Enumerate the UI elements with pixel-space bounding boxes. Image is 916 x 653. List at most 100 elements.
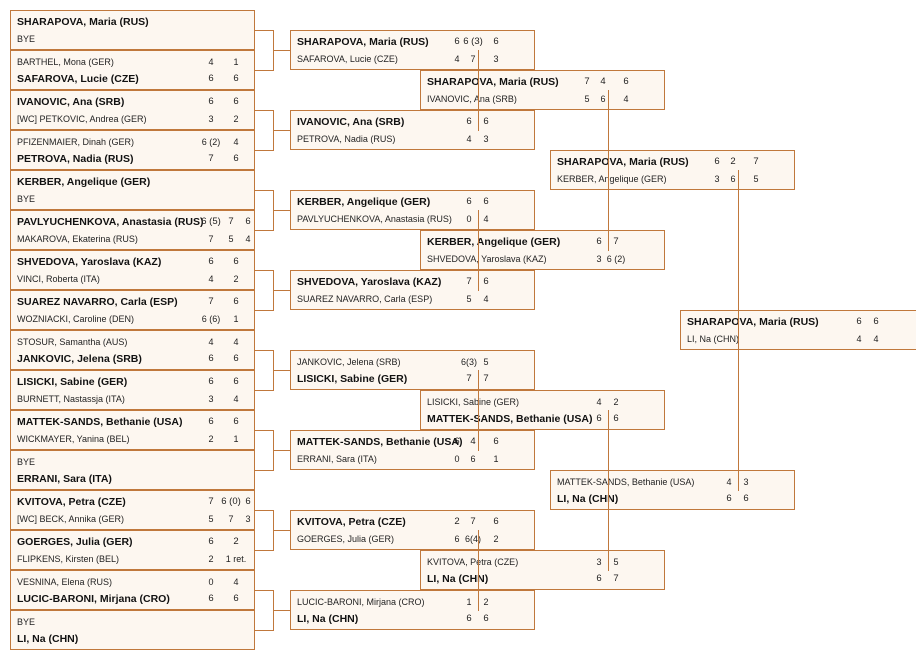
set-score: 6	[454, 534, 460, 544]
bracket-connector-line	[255, 510, 273, 511]
player-name: FLIPKENS, Kirsten (BEL)	[17, 554, 120, 564]
set-score: 4	[483, 214, 489, 224]
player-name: VESNINA, Elena (RUS)	[17, 577, 113, 587]
set-score: 1 ret.	[225, 554, 247, 564]
set-score: 6	[466, 116, 472, 127]
set-score: 6	[623, 76, 629, 87]
bracket-connector-line	[478, 370, 479, 451]
set-score: 3	[493, 54, 499, 64]
player-name: LISICKI, Sabine (GER)	[17, 376, 128, 388]
player-name: LISICKI, Sabine (GER)	[297, 373, 408, 385]
set-score: 6	[873, 316, 879, 327]
bracket-connector-line	[273, 610, 290, 611]
set-score: 6	[233, 296, 239, 307]
player-name: KERBER, Angelique (GER)	[427, 236, 561, 248]
set-score: 6	[600, 94, 606, 104]
set-score: 6	[208, 73, 214, 84]
player-row: BYE	[11, 191, 254, 207]
set-score: 7	[753, 156, 759, 167]
set-score: 4	[856, 334, 862, 344]
player-name: SUAREZ NAVARRO, Carla (ESP)	[297, 294, 433, 304]
set-score: 3	[208, 394, 214, 404]
bracket-connector-line	[738, 170, 739, 491]
set-score: 6 (5)	[201, 216, 221, 227]
set-score: 4	[233, 394, 239, 404]
set-score: 1	[233, 57, 239, 67]
set-score: 5	[208, 514, 214, 524]
player-row: BARTHEL, Mona (GER) 4 1	[11, 54, 254, 70]
set-score: 6	[208, 376, 214, 387]
player-row: WOZNIACKI, Caroline (DEN)6 (6)1	[11, 311, 254, 327]
player-name: IVANOVIC, Ana (SRB)	[17, 96, 125, 108]
set-score: 4	[726, 477, 732, 487]
set-score: 0	[466, 214, 472, 224]
player-name: PAVLYUCHENKOVA, Anastasia (RUS)	[17, 216, 204, 228]
set-score: 6(3)	[460, 357, 478, 367]
set-score: 6	[233, 256, 239, 267]
bracket-connector-line	[608, 90, 609, 251]
player-name: PETROVA, Nadia (RUS)	[297, 134, 396, 144]
set-score: 4	[208, 337, 214, 347]
set-score: 6(4)	[464, 534, 482, 544]
set-score: 2	[493, 534, 499, 544]
player-name: MATTEK-SANDS, Bethanie (USA)	[297, 436, 463, 448]
set-score: 6	[233, 96, 239, 107]
set-score: 7	[208, 296, 214, 307]
bracket-connector-line	[255, 310, 273, 311]
player-name: BARTHEL, Mona (GER)	[17, 57, 114, 67]
bracket-connector-line	[255, 430, 273, 431]
set-score: 2	[454, 516, 460, 527]
set-score: 6	[493, 516, 499, 527]
set-score: 6	[208, 256, 214, 267]
player-row: PFIZENMAIER, Dinah (GER)6 (2)4	[11, 134, 254, 150]
player-name: KERBER, Angelique (GER)	[17, 176, 151, 188]
set-score: 2	[483, 597, 489, 607]
set-score: 3	[743, 477, 749, 487]
player-name: SHARAPOVA, Maria (RUS)	[687, 316, 819, 328]
bracket-connector-line	[478, 50, 479, 131]
set-score: 7	[466, 373, 472, 384]
bracket-connector-line	[255, 550, 273, 551]
set-score: 2	[208, 554, 214, 564]
set-score: 5	[753, 174, 759, 184]
set-score: 6	[454, 36, 460, 47]
player-name: IVANOVIC, Ana (SRB)	[297, 116, 405, 128]
bracket-connector-line	[273, 130, 290, 131]
player-name: LUCIC-BARONI, Mirjana (CRO)	[17, 593, 170, 605]
set-score: 4	[245, 234, 251, 244]
set-score: 3	[245, 514, 251, 524]
bracket-connector-line	[255, 150, 273, 151]
bracket-connector-line	[273, 370, 290, 371]
player-name: [WC] PETKOVIC, Andrea (GER)	[17, 114, 147, 124]
set-score: 6	[466, 613, 472, 624]
bracket-connector-line	[273, 50, 290, 51]
set-score: 4	[466, 134, 472, 144]
set-score: 1	[233, 314, 239, 324]
player-name: PETROVA, Nadia (RUS)	[17, 153, 134, 165]
set-score: 6 (3)	[463, 36, 483, 47]
set-score: 4	[208, 57, 214, 67]
set-score: 6 (2)	[606, 254, 626, 264]
set-score: 3	[596, 557, 602, 567]
player-name: MAKAROVA, Ekaterina (RUS)	[17, 234, 138, 244]
player-name: BYE	[17, 617, 36, 627]
bracket-connector-line	[608, 410, 609, 571]
set-score: 3	[208, 114, 214, 124]
set-score: 7	[208, 234, 214, 244]
